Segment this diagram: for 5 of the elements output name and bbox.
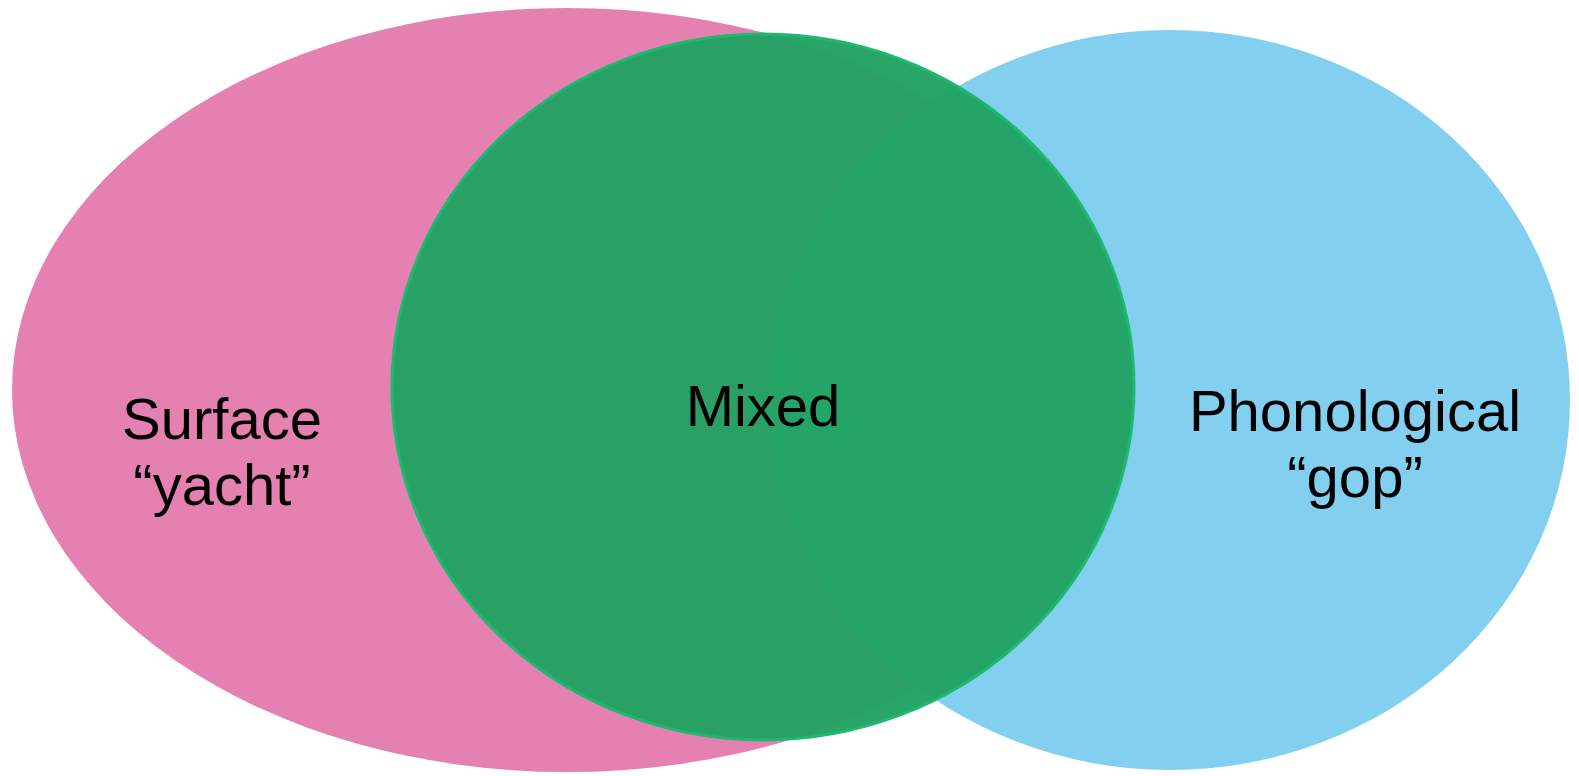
category-label: Phonological — [1188, 378, 1522, 444]
example-word: “yacht” — [133, 452, 311, 518]
example-word: “gop” — [1287, 444, 1423, 510]
category-label: Surface — [122, 386, 322, 452]
category-label: Mixed — [685, 373, 841, 439]
